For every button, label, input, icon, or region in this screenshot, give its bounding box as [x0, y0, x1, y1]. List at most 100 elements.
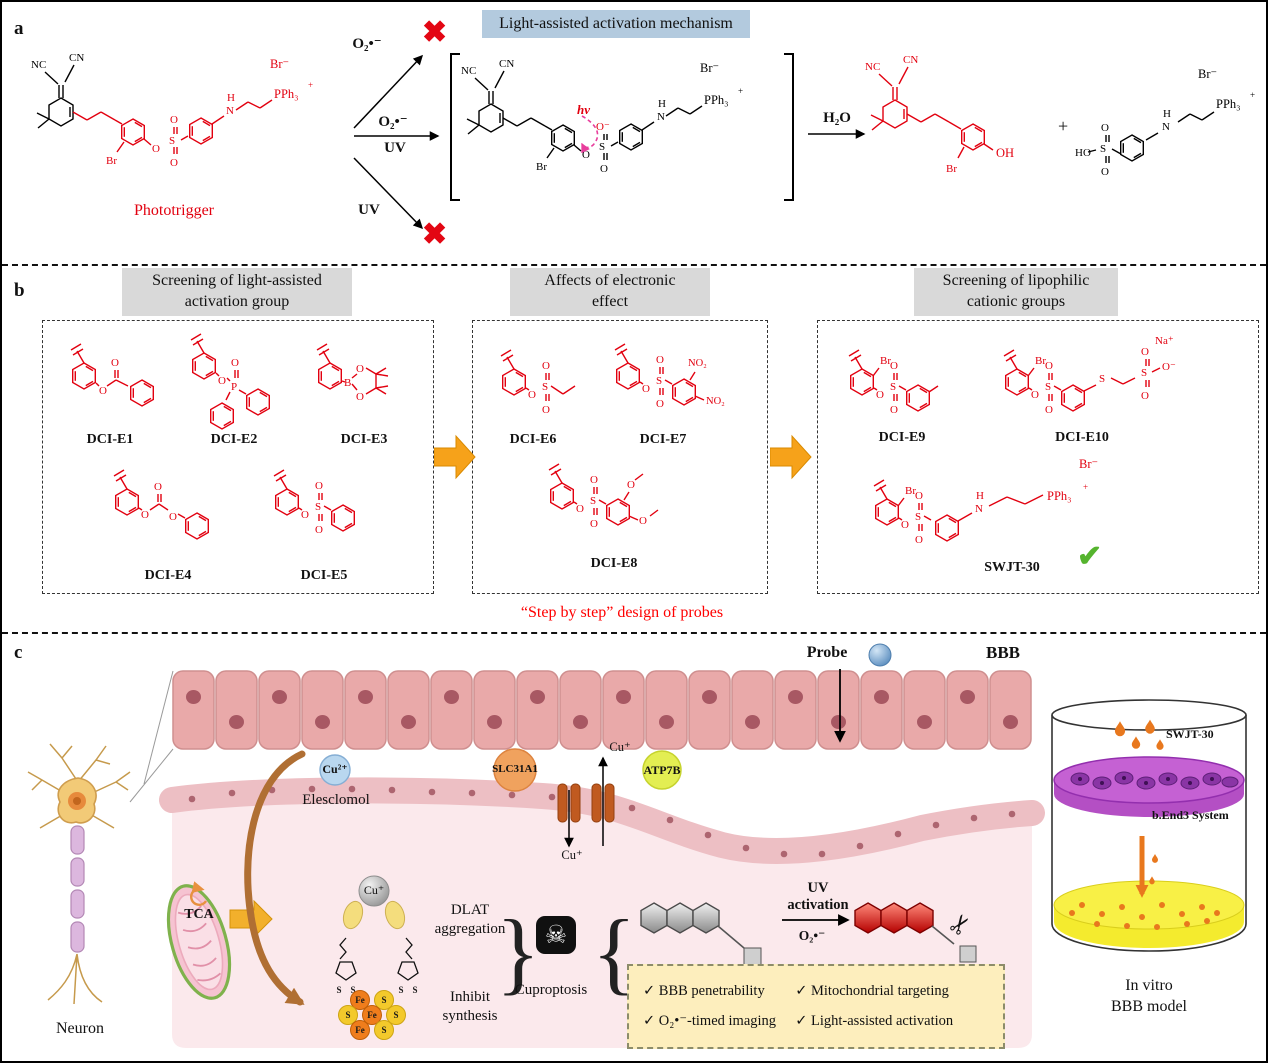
neuron-label: Neuron	[56, 1020, 104, 1037]
dci-e6-skeleton	[500, 349, 576, 401]
group2-title-line2: effect	[591, 292, 629, 310]
zoom-line-top	[143, 670, 174, 785]
atom-o: O	[152, 143, 160, 155]
atom-o: O	[1101, 166, 1109, 178]
flow-arrow-1	[434, 434, 476, 480]
dci-e2-skeleton	[190, 333, 270, 430]
hv-label: hν	[577, 102, 590, 117]
uv-line1: UV	[807, 880, 829, 896]
fe-label: Fe	[355, 995, 365, 1005]
panel-a-label: a	[14, 18, 24, 39]
atom-s: S	[169, 135, 175, 147]
atom-o: O	[1031, 389, 1039, 401]
dci-e1-structure: O O	[70, 343, 155, 407]
slc31a1-label: SLC31A1	[492, 763, 538, 775]
atom-o: O	[576, 503, 584, 515]
atom-o: O	[656, 354, 664, 366]
plus-sign: +	[1058, 116, 1069, 136]
uv-bottom-label: UV	[358, 202, 380, 218]
atom-o: O	[315, 524, 323, 536]
group3-title: Screening of lipophilic cationic groups	[914, 268, 1118, 316]
atom-o: O	[642, 383, 650, 395]
photocleavage-arrow	[581, 115, 599, 154]
invitro-line2: BBB model	[1110, 997, 1187, 1015]
compound-name-dci-e1: DCI-E1	[86, 432, 134, 447]
atom-o: O	[1141, 390, 1149, 402]
atom-s: S	[350, 985, 355, 995]
atom-o: O	[301, 509, 309, 521]
cuproptosis-label: Cuproptosis	[514, 982, 588, 998]
atom-s: S	[336, 985, 341, 995]
lipoyl-group-1: S S	[335, 937, 357, 995]
charge-plus: +	[1250, 90, 1255, 100]
uv-line2: activation	[787, 897, 849, 914]
atom-ho: HO	[1075, 147, 1091, 159]
invitro-line1: In vitro	[1125, 977, 1173, 994]
cu2-ion-circle	[319, 754, 351, 786]
bend3-cells	[1070, 771, 1239, 790]
atom-h: H	[1163, 108, 1171, 120]
endothelial-nuclei	[188, 785, 1016, 858]
dci-e4-structure: O O O	[113, 469, 210, 540]
atom-h: H	[227, 92, 235, 104]
atom-pph3: PPh₃	[1216, 97, 1241, 111]
dye-skeleton	[870, 66, 994, 159]
atom-nc: NC	[865, 61, 880, 73]
fe-label: Fe	[367, 1010, 377, 1020]
atom-o: O	[890, 360, 898, 372]
check-icon: ✔	[1077, 540, 1103, 573]
atom-p: P	[231, 381, 237, 393]
superoxide-only-arrow	[353, 54, 424, 129]
dci-e9-skeleton	[848, 349, 939, 412]
released-dye-structure: NC CN OH Br	[865, 54, 1014, 175]
dci-e5-skeleton	[273, 469, 355, 532]
atom-o: O	[542, 404, 550, 416]
group3-title-line1: Screening of lipophilic	[942, 272, 1090, 289]
uv-only-arrow	[353, 157, 424, 230]
compound-name-dci-e4: DCI-E4	[144, 568, 192, 583]
atom-br: Br	[536, 161, 547, 173]
compound-name-swjt-30: SWJT-30	[984, 560, 1040, 575]
slc31a1-circle	[493, 748, 537, 792]
superoxide-top-label: O₂•⁻	[352, 36, 382, 52]
atom-s: S	[1100, 143, 1106, 155]
atom-br-anion: Br⁻	[1198, 67, 1217, 81]
atom-no2: NO₂	[706, 396, 725, 407]
dci-e8-structure: O S O O O O	[548, 463, 659, 530]
atom-o: O	[901, 519, 909, 531]
superoxide-trigger-label: O₂•⁻	[798, 928, 826, 943]
group1-title-line2: activation group	[184, 292, 290, 310]
atom-o: O	[600, 163, 608, 175]
atom-s: S	[1099, 373, 1105, 385]
inhibit-line2: synthesis	[442, 1007, 498, 1024]
elesclomol-label: Elesclomol	[302, 792, 370, 808]
atom-cn: CN	[903, 54, 918, 66]
compound-name-dci-e5: DCI-E5	[300, 568, 348, 583]
dlat-lobe-left	[342, 900, 364, 930]
inhibit-synthesis-label: Inhibit synthesis	[426, 988, 514, 1026]
mechanism-title: Light-assisted activation mechanism	[482, 10, 750, 38]
compound-name-dci-e7: DCI-E7	[639, 432, 687, 447]
atom-n: N	[657, 111, 665, 123]
compound-name-dci-e9: DCI-E9	[878, 430, 926, 445]
s-label: S	[381, 995, 386, 1005]
skull-icon: ☠	[536, 916, 576, 954]
dlat-lobe-right	[384, 900, 406, 930]
atom-o: O	[639, 515, 647, 527]
panel-a-arrows	[353, 54, 866, 230]
activated-probe-crystal	[854, 902, 977, 963]
atom-s: S	[315, 501, 321, 513]
tca-label: TCA	[184, 907, 214, 922]
invitro-model-label: In vitro BBB model	[1092, 976, 1206, 1018]
s-label: S	[345, 1010, 350, 1020]
sulfonate-product-structure: Br⁻ PPh₃ + N H S O O HO	[1075, 67, 1255, 178]
bbb-label: BBB	[985, 643, 1021, 662]
phototrigger-structure: NC CN Br O S O O N H PPh₃ + Br⁻	[31, 52, 313, 169]
atom-o: O	[170, 157, 178, 169]
atom-o: O	[656, 398, 664, 410]
panel-b-c-separator	[2, 632, 1266, 634]
atom-s: S	[542, 381, 548, 393]
atom-s: S	[656, 375, 662, 387]
elesclomol-delivery-arrow	[244, 750, 306, 1006]
atom-o: O	[627, 479, 635, 491]
